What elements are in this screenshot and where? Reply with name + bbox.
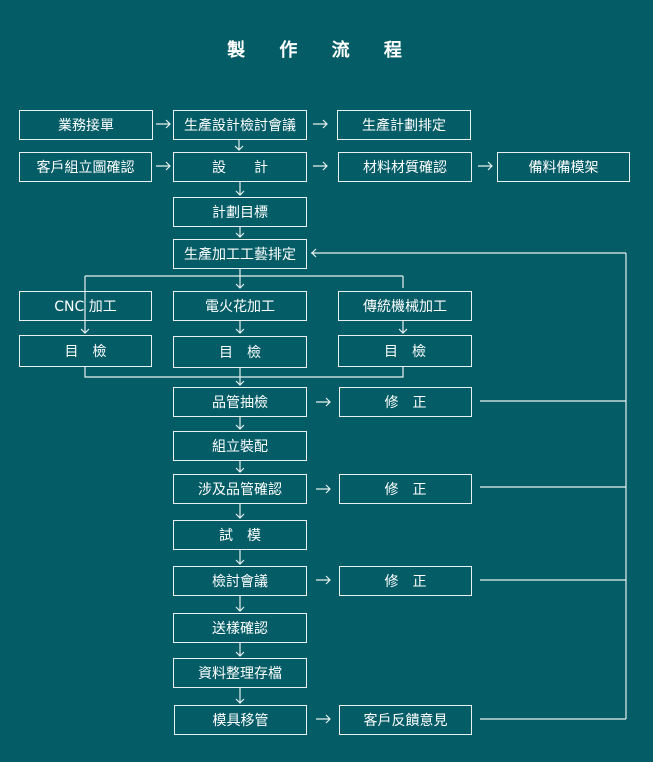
node-fix-3: 修 正 xyxy=(339,566,472,596)
right-arrows xyxy=(156,119,493,724)
node-design: 設 計 xyxy=(173,152,307,182)
node-order: 業務接單 xyxy=(19,110,153,140)
node-qc: 品管抽檢 xyxy=(173,387,307,417)
node-edm: 電火花加工 xyxy=(173,291,307,321)
node-transfer: 模具移管 xyxy=(174,705,307,735)
feedback-loop xyxy=(311,248,627,720)
node-target: 計劃目標 xyxy=(173,197,307,227)
node-process: 生產加工工藝排定 xyxy=(173,239,307,269)
node-archive: 資料整理存檔 xyxy=(173,658,307,688)
node-material: 材料材質確認 xyxy=(338,152,472,182)
node-inspect-1: 目 檢 xyxy=(19,335,152,367)
node-inspect-3: 目 檢 xyxy=(338,335,472,367)
node-inspect-2: 目 檢 xyxy=(173,336,307,368)
node-meeting: 檢討會議 xyxy=(173,566,307,596)
page-title: 製 作 流 程 xyxy=(227,40,416,61)
node-assembly: 組立裝配 xyxy=(173,431,307,461)
down-arrows xyxy=(80,140,408,704)
node-sample: 送樣確認 xyxy=(173,613,307,643)
node-fix-1: 修 正 xyxy=(339,387,472,417)
node-feedback: 客戶反饋意見 xyxy=(339,705,472,735)
node-traditional: 傳統機械加工 xyxy=(338,291,472,321)
node-qc-2: 涉及品管確認 xyxy=(173,474,307,504)
node-trial: 試 模 xyxy=(173,520,307,550)
node-prep: 備料備模架 xyxy=(497,152,630,182)
node-fix-2: 修 正 xyxy=(339,474,472,504)
node-review: 生產設計檢討會議 xyxy=(173,110,307,140)
node-cnc: CNC 加工 xyxy=(19,291,152,321)
node-confirm: 客戶組立圖確認 xyxy=(19,152,152,182)
node-plan: 生產計劃排定 xyxy=(337,110,471,140)
